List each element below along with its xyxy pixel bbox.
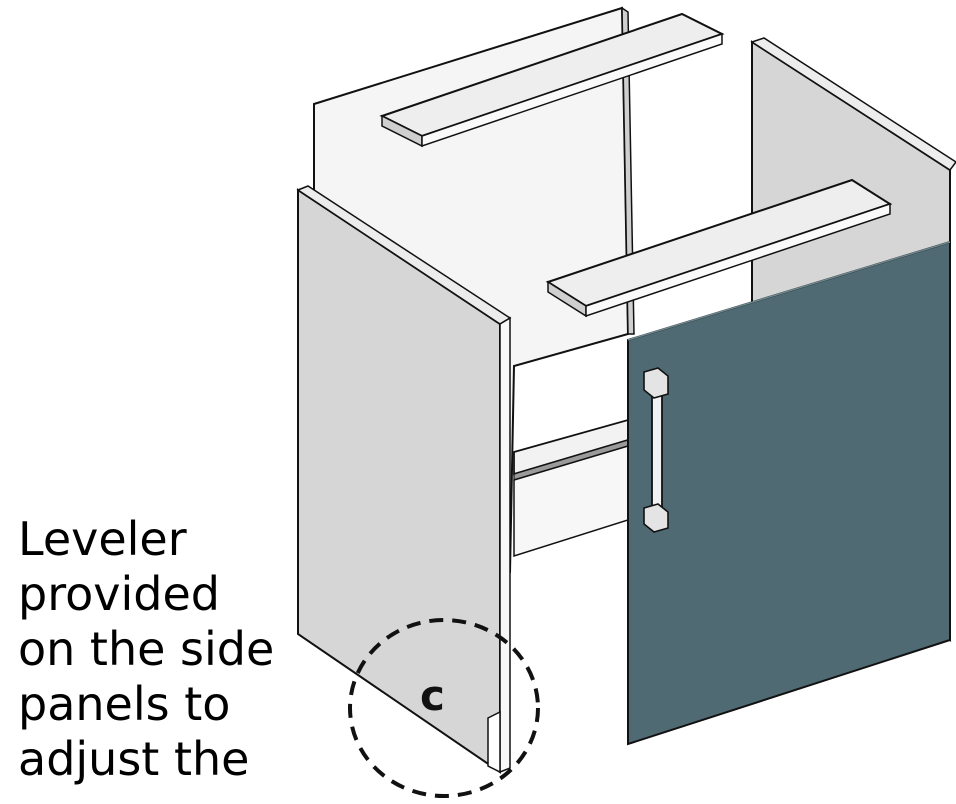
door-panel [627, 240, 951, 746]
top-rail-front-side [585, 202, 891, 318]
leveler-caption: Leveler provided on the side panels to a… [18, 512, 308, 787]
caption-line-1: Leveler [18, 512, 187, 566]
top-rail-back-side [421, 32, 723, 148]
caption-line-2: provided [18, 567, 220, 621]
caption-line-5: adjust the [18, 732, 250, 786]
left-side-panel-front-edge [499, 316, 511, 774]
door-handle-top-mount [643, 367, 669, 399]
back-panel-left-edge [621, 6, 635, 335]
door-handle-bottom-mount [643, 503, 669, 533]
right-side-panel-top-edge [750, 37, 956, 172]
leveler-notch [487, 710, 501, 774]
caption-line-3: on the side [18, 622, 275, 676]
caption-line-4: panels to [18, 677, 231, 731]
callout-label: c [420, 671, 445, 720]
door-top-highlight [627, 241, 951, 341]
callout-circle [348, 618, 540, 798]
